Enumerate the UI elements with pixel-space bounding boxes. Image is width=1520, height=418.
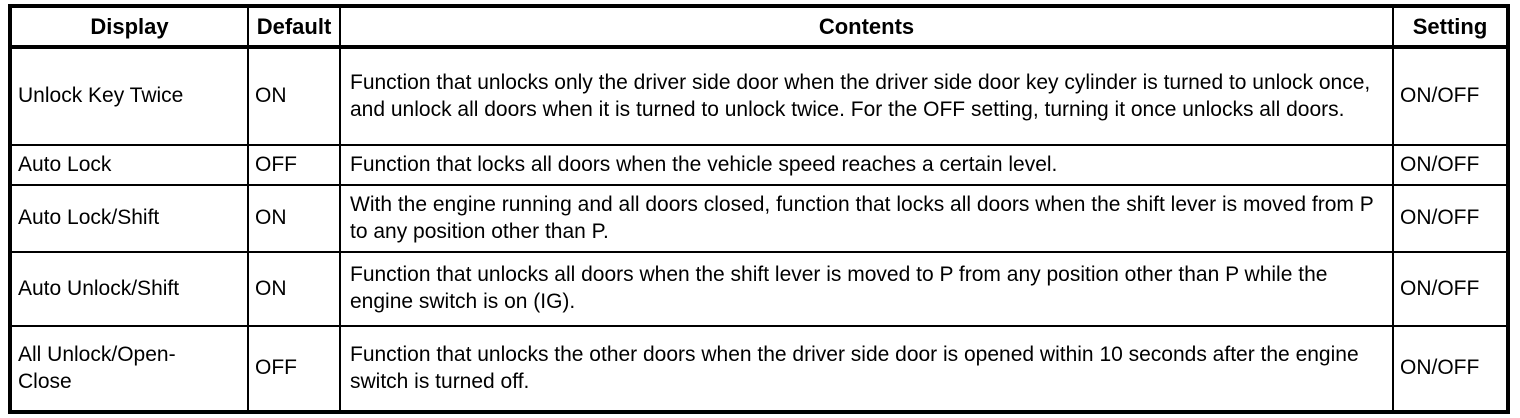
cell-default: ON — [247, 46, 341, 146]
header-display: Display — [9, 5, 249, 49]
cell-display: All Unlock/Open-Close — [9, 325, 249, 413]
cell-default: ON — [247, 251, 341, 327]
cell-setting: ON/OFF — [1392, 144, 1509, 186]
cell-display: Auto Lock — [9, 144, 249, 186]
header-default: Default — [247, 5, 341, 49]
door-lock-settings-table: Display Default Contents Setting Unlock … — [8, 4, 1510, 414]
cell-default: OFF — [247, 144, 341, 186]
header-setting: Setting — [1392, 5, 1509, 49]
cell-setting: ON/OFF — [1392, 325, 1509, 413]
table-row-auto-lock: Auto Lock OFF Function that locks all do… — [9, 144, 1509, 186]
cell-display: Unlock Key Twice — [9, 46, 249, 146]
table-row-unlock-key-twice: Unlock Key Twice ON Function that unlock… — [9, 46, 1509, 146]
cell-contents: With the engine running and all doors cl… — [339, 184, 1394, 253]
cell-default: OFF — [247, 325, 341, 413]
cell-contents: Function that unlocks the other doors wh… — [339, 325, 1394, 413]
cell-contents: Function that unlocks only the driver si… — [339, 46, 1394, 146]
table-row-auto-lock-shift: Auto Lock/Shift ON With the engine runni… — [9, 184, 1509, 253]
cell-setting: ON/OFF — [1392, 184, 1509, 253]
header-contents: Contents — [339, 5, 1394, 49]
cell-default: ON — [247, 184, 341, 253]
header-row: Display Default Contents Setting — [9, 5, 1509, 49]
cell-contents: Function that locks all doors when the v… — [339, 144, 1394, 186]
cell-display: Auto Unlock/Shift — [9, 251, 249, 327]
table-row-all-unlock-open-close: All Unlock/Open-Close OFF Function that … — [9, 325, 1509, 413]
table-body: Unlock Key Twice ON Function that unlock… — [9, 46, 1509, 413]
cell-display: Auto Lock/Shift — [9, 184, 249, 253]
table-row-auto-unlock-shift: Auto Unlock/Shift ON Function that unloc… — [9, 251, 1509, 327]
cell-setting: ON/OFF — [1392, 251, 1509, 327]
table-header: Display Default Contents Setting — [9, 5, 1509, 49]
cell-setting: ON/OFF — [1392, 46, 1509, 146]
cell-contents: Function that unlocks all doors when the… — [339, 251, 1394, 327]
